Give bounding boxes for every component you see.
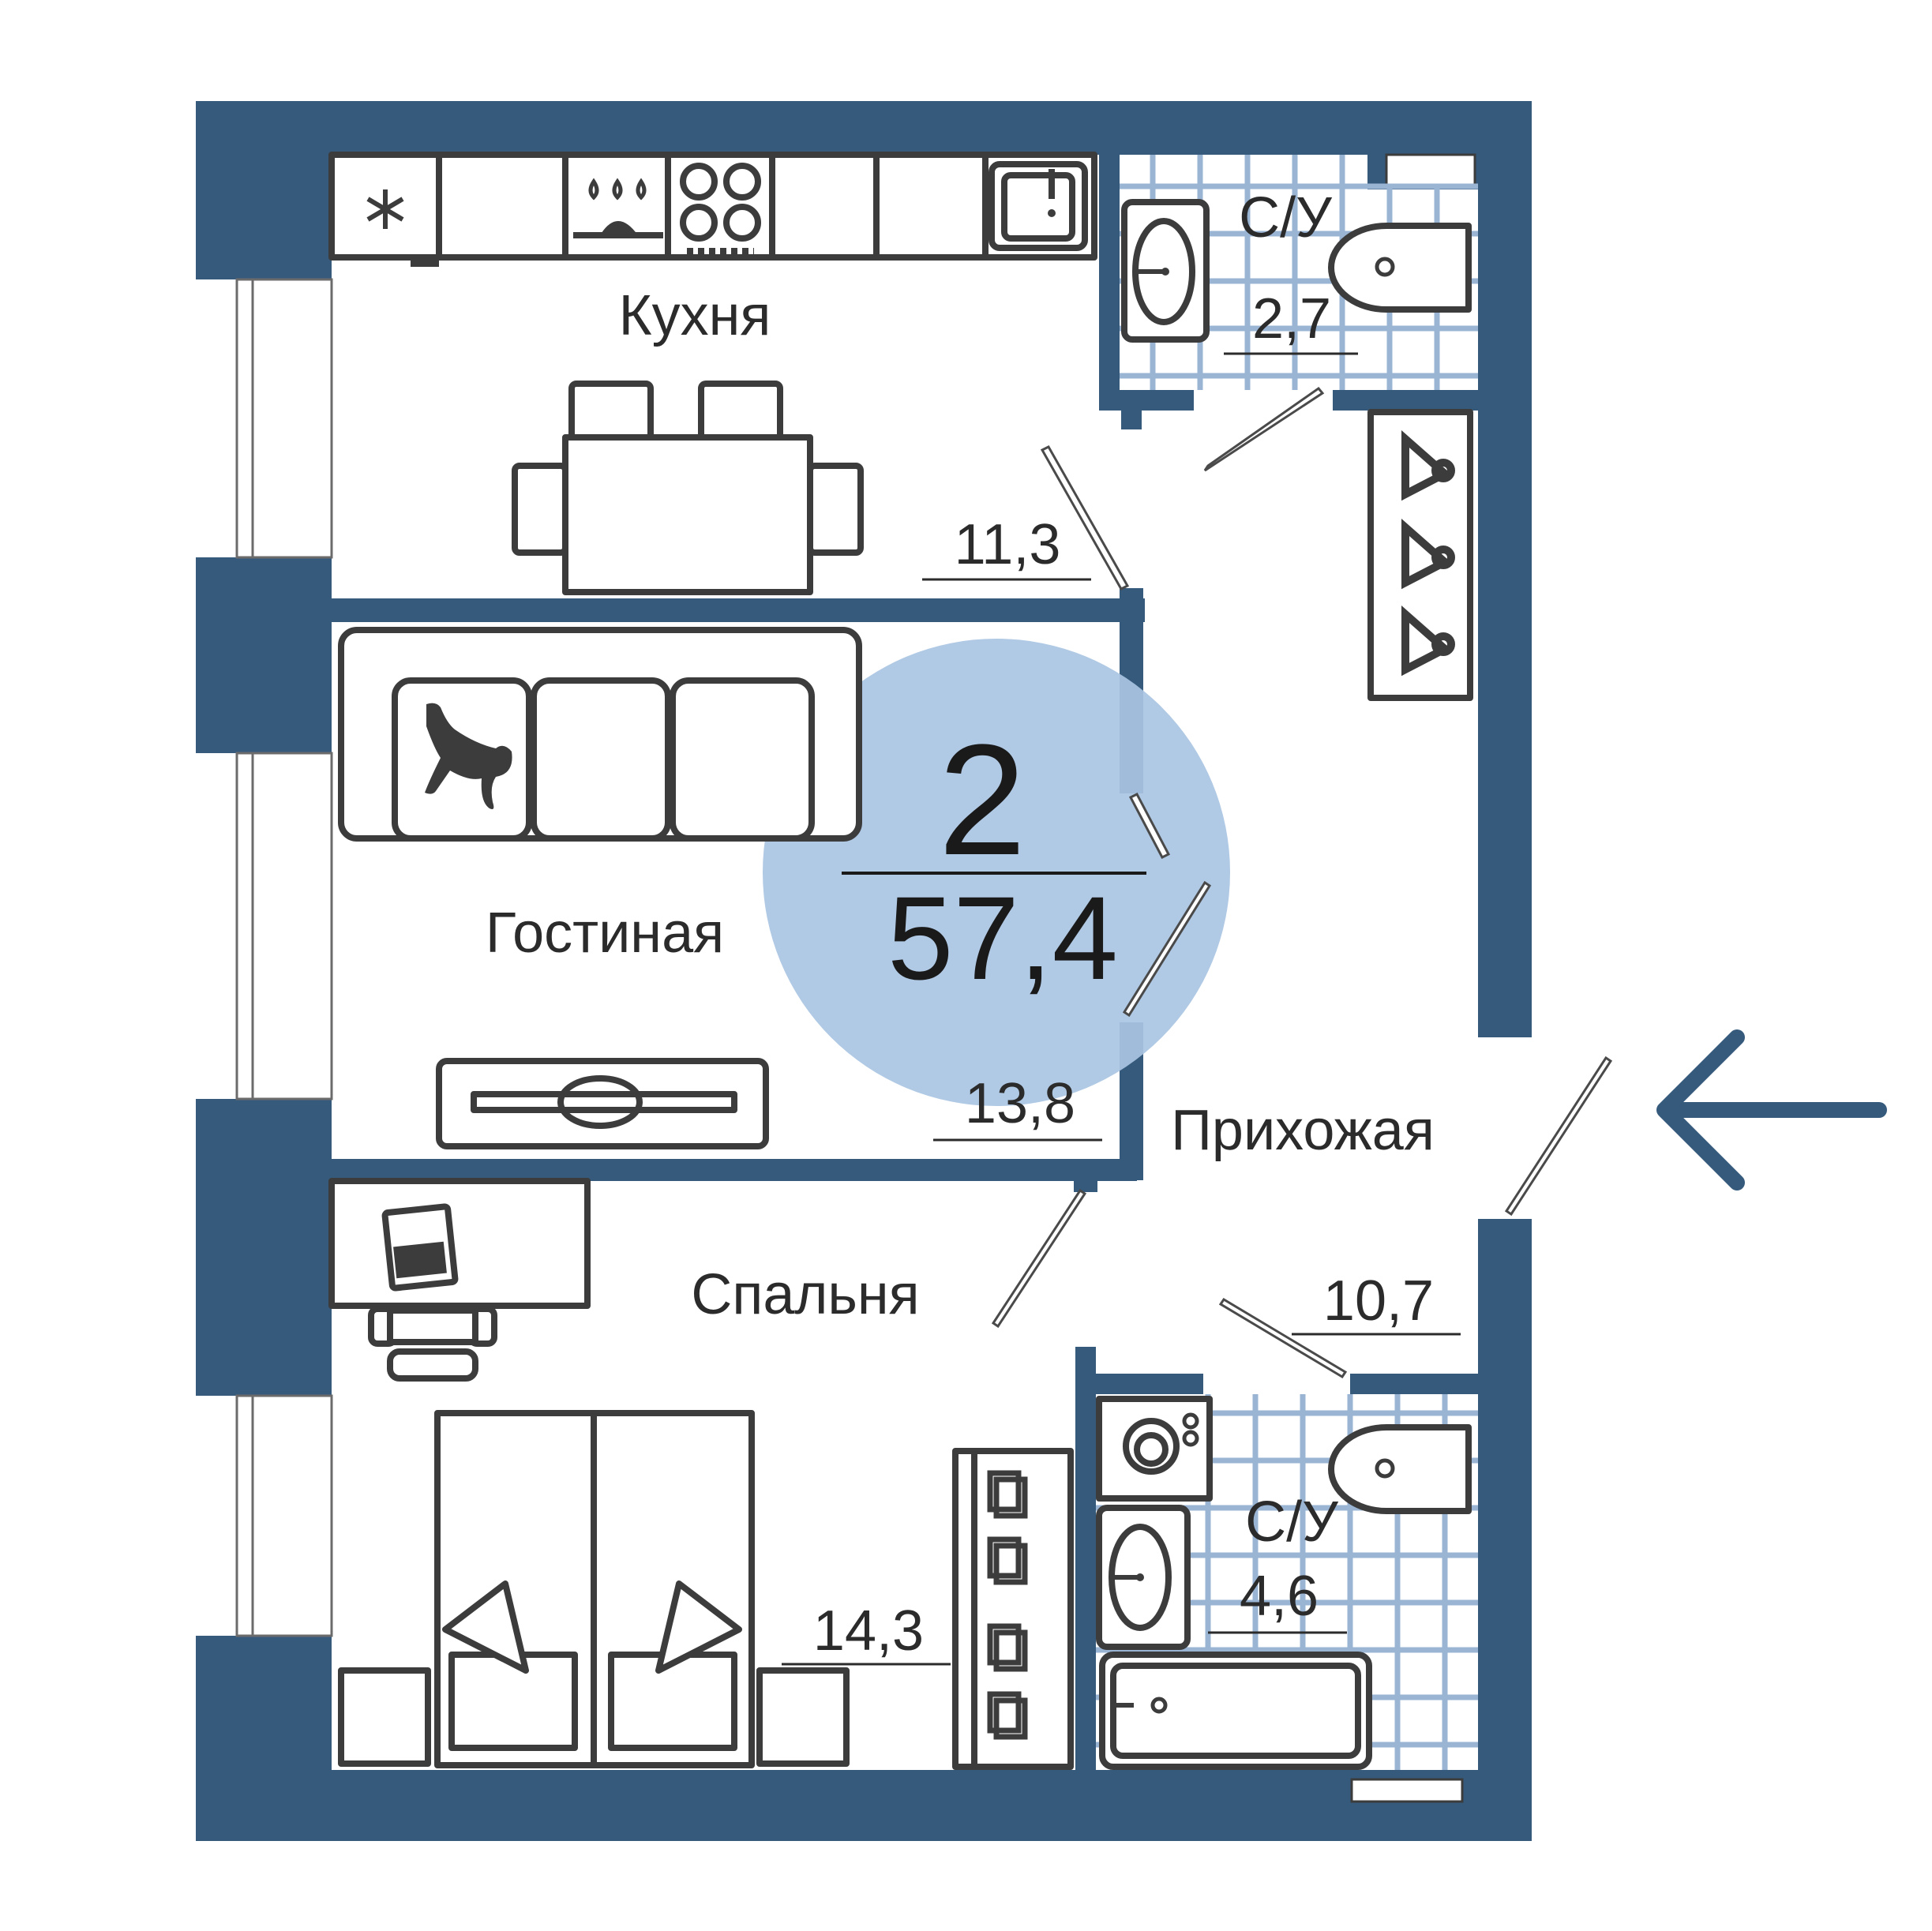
wall-living-bedroom xyxy=(332,1159,1137,1181)
area-hallway: 10,7 xyxy=(1323,1269,1434,1333)
door-kitchen xyxy=(1040,445,1130,591)
wall-left-2 xyxy=(196,557,332,753)
window-living xyxy=(235,752,333,1100)
wardrobe-bedroom xyxy=(952,1448,1074,1770)
arrow-left-icon xyxy=(1656,1029,1887,1190)
wall-wc-top-left xyxy=(1099,155,1120,411)
windows xyxy=(235,278,333,1637)
door-living-2 xyxy=(1122,880,1212,1018)
wardrobe-hall xyxy=(1367,409,1473,701)
bed xyxy=(338,1410,850,1768)
door-bedroom xyxy=(991,1188,1087,1329)
snowflake-icon xyxy=(366,189,404,229)
dining-table xyxy=(512,381,864,595)
wall-left-3 xyxy=(196,1099,332,1396)
sofa xyxy=(338,627,862,842)
wall-right-upper xyxy=(1478,101,1532,1037)
door-wc-top xyxy=(1203,386,1325,472)
doors xyxy=(991,386,1613,1379)
area-wc-bottom: 4,6 xyxy=(1240,1565,1319,1628)
total-area: 57,4 xyxy=(887,872,1118,1004)
area-living: 13,8 xyxy=(965,1072,1075,1135)
door-wc-bottom xyxy=(1218,1297,1348,1379)
wall-wc-bottom-top-l xyxy=(1075,1374,1203,1394)
door-living-1 xyxy=(1128,793,1171,859)
wall-wc-bottom-top-r xyxy=(1350,1374,1478,1394)
kitchen-sink-icon xyxy=(989,161,1088,251)
dishwasher-icon xyxy=(573,178,663,238)
walls xyxy=(196,101,1532,1841)
door-entrance xyxy=(1504,1055,1613,1217)
window-bedroom xyxy=(235,1394,333,1637)
wall-living-hall-stub xyxy=(1074,1175,1097,1192)
tv-stand xyxy=(436,1058,769,1149)
wall-notch-bottom xyxy=(1350,1778,1464,1803)
cat-icon xyxy=(425,703,512,809)
wall-kitchen-living xyxy=(332,598,1145,622)
wall-bottom xyxy=(196,1770,1532,1841)
stove-icon xyxy=(680,163,761,254)
wall-right-lower xyxy=(1478,1219,1532,1841)
wall-left-1 xyxy=(196,101,332,279)
wc-top-fixtures xyxy=(1121,199,1472,343)
laptop-icon xyxy=(381,1203,459,1292)
label-wc-top: С/У xyxy=(1239,186,1333,249)
desk xyxy=(328,1178,591,1382)
wall-notch-white xyxy=(1385,153,1476,188)
label-kitchen: Кухня xyxy=(619,284,771,347)
label-hallway: Прихожая xyxy=(1171,1099,1435,1162)
area-kitchen: 11,3 xyxy=(955,513,1061,576)
wall-wc-bottom-left xyxy=(1075,1347,1096,1770)
wc-bottom-fixtures xyxy=(1096,1396,1472,1770)
wall-top xyxy=(196,101,1532,155)
label-bedroom: Спальня xyxy=(691,1263,919,1326)
hanger-icon xyxy=(1401,429,1455,677)
area-bedroom: 14,3 xyxy=(813,1599,924,1663)
area-wc-top: 2,7 xyxy=(1252,287,1331,351)
wall-wc-top-bottom-l xyxy=(1099,390,1194,411)
wall-wc-top-stub xyxy=(1121,390,1142,429)
label-wc-bottom: С/У xyxy=(1245,1490,1339,1554)
kitchen-counter xyxy=(328,152,1097,267)
rooms-count: 2 xyxy=(938,712,1026,888)
wall-wc-top-bottom-r xyxy=(1333,390,1478,411)
window-kitchen xyxy=(235,278,333,559)
label-living: Гостиная xyxy=(486,902,724,965)
